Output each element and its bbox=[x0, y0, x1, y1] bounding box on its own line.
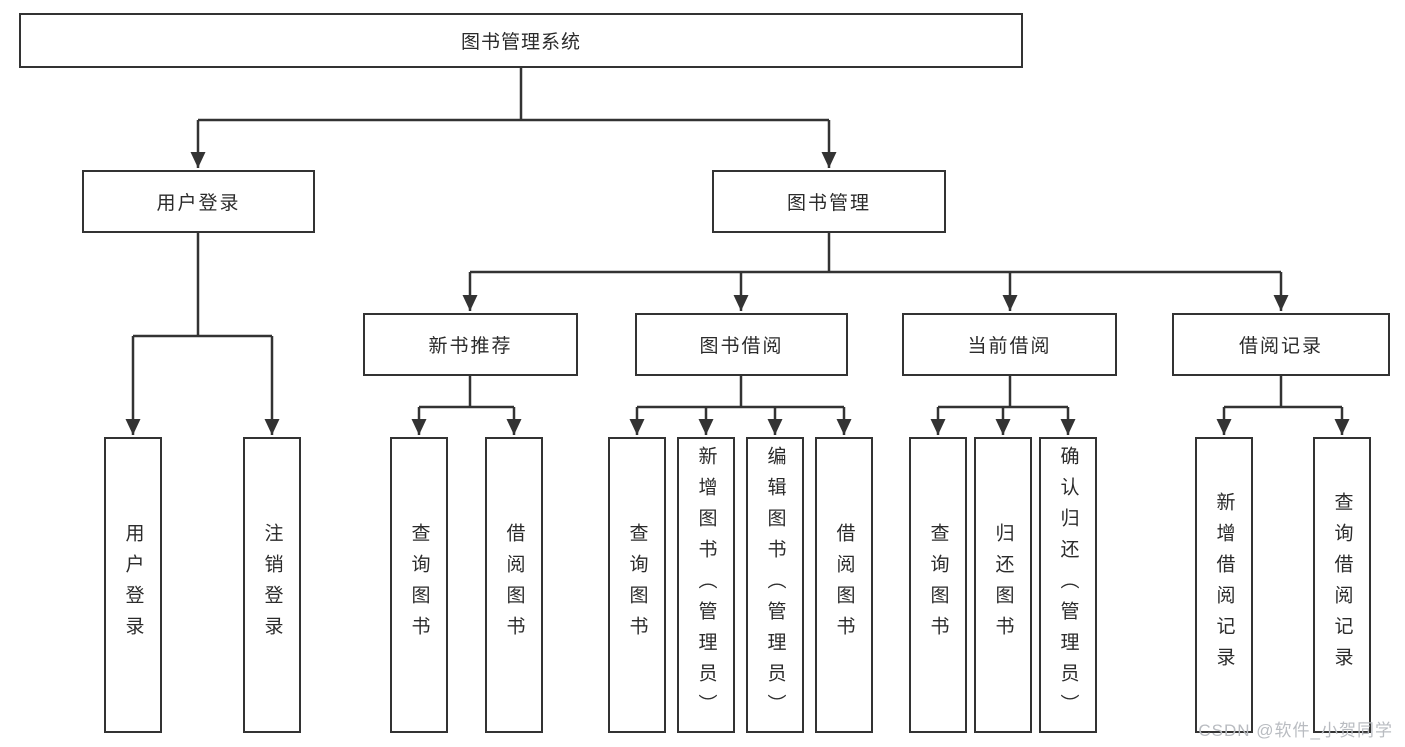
node-library-system: 图书管理系统 bbox=[19, 13, 1023, 68]
leaf-return-books-label: 归还图书 bbox=[992, 523, 1014, 647]
leaf-query-books-recommend: 查询图书 bbox=[390, 437, 448, 733]
node-book-borrowing: 图书借阅 bbox=[635, 313, 848, 376]
leaf-edit-book-admin: 编辑图书（管理员） bbox=[746, 437, 804, 733]
csdn-watermark: CSDN @软件_小贺同学 bbox=[1198, 721, 1393, 740]
node-book-borrowing-label: 图书借阅 bbox=[699, 336, 784, 357]
node-user-login: 用户登录 bbox=[82, 170, 315, 233]
node-new-book-recommend-label: 新书推荐 bbox=[428, 336, 513, 357]
leaf-confirm-return-admin: 确认归还（管理员） bbox=[1039, 437, 1097, 733]
leaf-confirm-return-admin-label: 确认归还（管理员） bbox=[1057, 445, 1079, 725]
node-book-management: 图书管理 bbox=[712, 170, 946, 233]
leaf-borrow-books-recommend: 借阅图书 bbox=[485, 437, 543, 733]
leaf-query-books-borrowing: 查询图书 bbox=[608, 437, 666, 733]
leaf-edit-book-admin-label: 编辑图书（管理员） bbox=[764, 445, 786, 725]
leaf-query-borrow-record: 查询借阅记录 bbox=[1313, 437, 1371, 733]
leaf-add-book-admin: 新增图书（管理员） bbox=[677, 437, 735, 733]
leaf-borrow-books: 借阅图书 bbox=[815, 437, 873, 733]
node-borrowing-records: 借阅记录 bbox=[1172, 313, 1390, 376]
leaf-query-books-current: 查询图书 bbox=[909, 437, 967, 733]
leaf-query-borrow-record-label: 查询借阅记录 bbox=[1331, 492, 1353, 678]
leaf-add-borrow-record: 新增借阅记录 bbox=[1195, 437, 1253, 733]
leaf-query-books-borrowing-label: 查询图书 bbox=[626, 523, 648, 647]
node-new-book-recommend: 新书推荐 bbox=[363, 313, 578, 376]
node-library-system-label: 图书管理系统 bbox=[460, 32, 581, 53]
leaf-add-book-admin-label: 新增图书（管理员） bbox=[695, 445, 717, 725]
node-current-borrowing: 当前借阅 bbox=[902, 313, 1117, 376]
node-current-borrowing-label: 当前借阅 bbox=[967, 336, 1052, 357]
node-borrowing-records-label: 借阅记录 bbox=[1238, 336, 1323, 357]
node-book-management-label: 图书管理 bbox=[786, 193, 871, 214]
leaf-user-login-label: 用户登录 bbox=[122, 523, 144, 647]
leaf-borrow-books-label: 借阅图书 bbox=[833, 523, 855, 647]
leaf-query-books-current-label: 查询图书 bbox=[927, 523, 949, 647]
leaf-logout: 注销登录 bbox=[243, 437, 301, 733]
leaf-logout-label: 注销登录 bbox=[261, 523, 283, 647]
leaf-query-books-recommend-label: 查询图书 bbox=[408, 523, 430, 647]
leaf-return-books: 归还图书 bbox=[974, 437, 1032, 733]
leaf-borrow-books-recommend-label: 借阅图书 bbox=[503, 523, 525, 647]
leaf-add-borrow-record-label: 新增借阅记录 bbox=[1213, 492, 1235, 678]
leaf-user-login: 用户登录 bbox=[104, 437, 162, 733]
node-user-login-label: 用户登录 bbox=[156, 193, 241, 214]
